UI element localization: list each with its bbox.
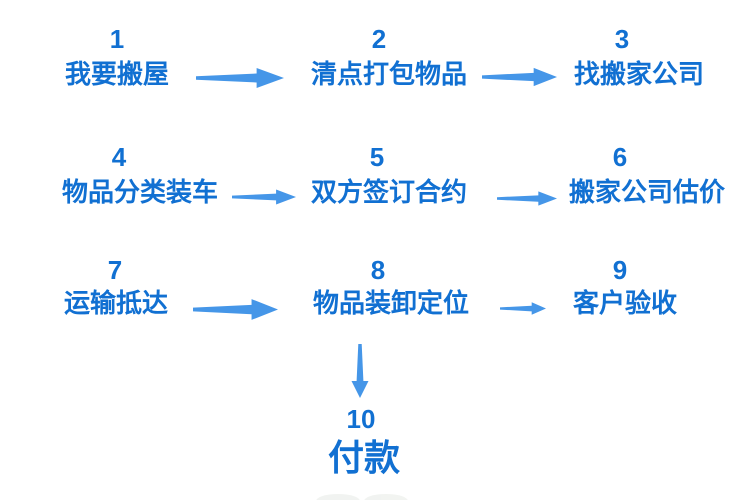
step-6-label: 搬家公司估价 <box>568 177 726 207</box>
step-2-label: 清点打包物品 <box>310 59 468 89</box>
step-1-number: 1 <box>109 24 125 54</box>
step-2-number: 2 <box>371 24 387 54</box>
step-3-label: 找搬家公司 <box>573 59 705 89</box>
arrow-step7-to-step8-icon <box>193 297 278 322</box>
arrow-step8-to-step10-icon <box>350 344 370 398</box>
step-9-number: 9 <box>612 255 628 285</box>
step-9-label: 客户验收 <box>572 288 678 318</box>
step-7-number: 7 <box>107 255 123 285</box>
step-1-label: 我要搬屋 <box>64 59 170 89</box>
step-4-label: 物品分类装车 <box>61 177 219 207</box>
step-3-number: 3 <box>614 24 630 54</box>
step-10-label: 付款 <box>327 437 401 478</box>
step-4-number: 4 <box>111 142 127 172</box>
arrow-step1-to-step2-icon <box>196 66 284 90</box>
arrow-step4-to-step5-icon <box>232 188 296 206</box>
bottom-cutoff-artifact <box>316 494 408 500</box>
step-10-number: 10 <box>346 404 376 434</box>
step-8-label: 物品装卸定位 <box>312 288 470 318</box>
step-7-label: 运输抵达 <box>63 288 169 318</box>
step-8-number: 8 <box>370 255 386 285</box>
arrow-step8-to-step9-icon <box>500 301 546 316</box>
arrow-step5-to-step6-icon <box>497 190 557 207</box>
step-5-number: 5 <box>369 142 385 172</box>
step-5-label: 双方签订合约 <box>310 177 468 207</box>
arrow-step2-to-step3-icon <box>482 66 557 88</box>
step-6-number: 6 <box>612 142 628 172</box>
